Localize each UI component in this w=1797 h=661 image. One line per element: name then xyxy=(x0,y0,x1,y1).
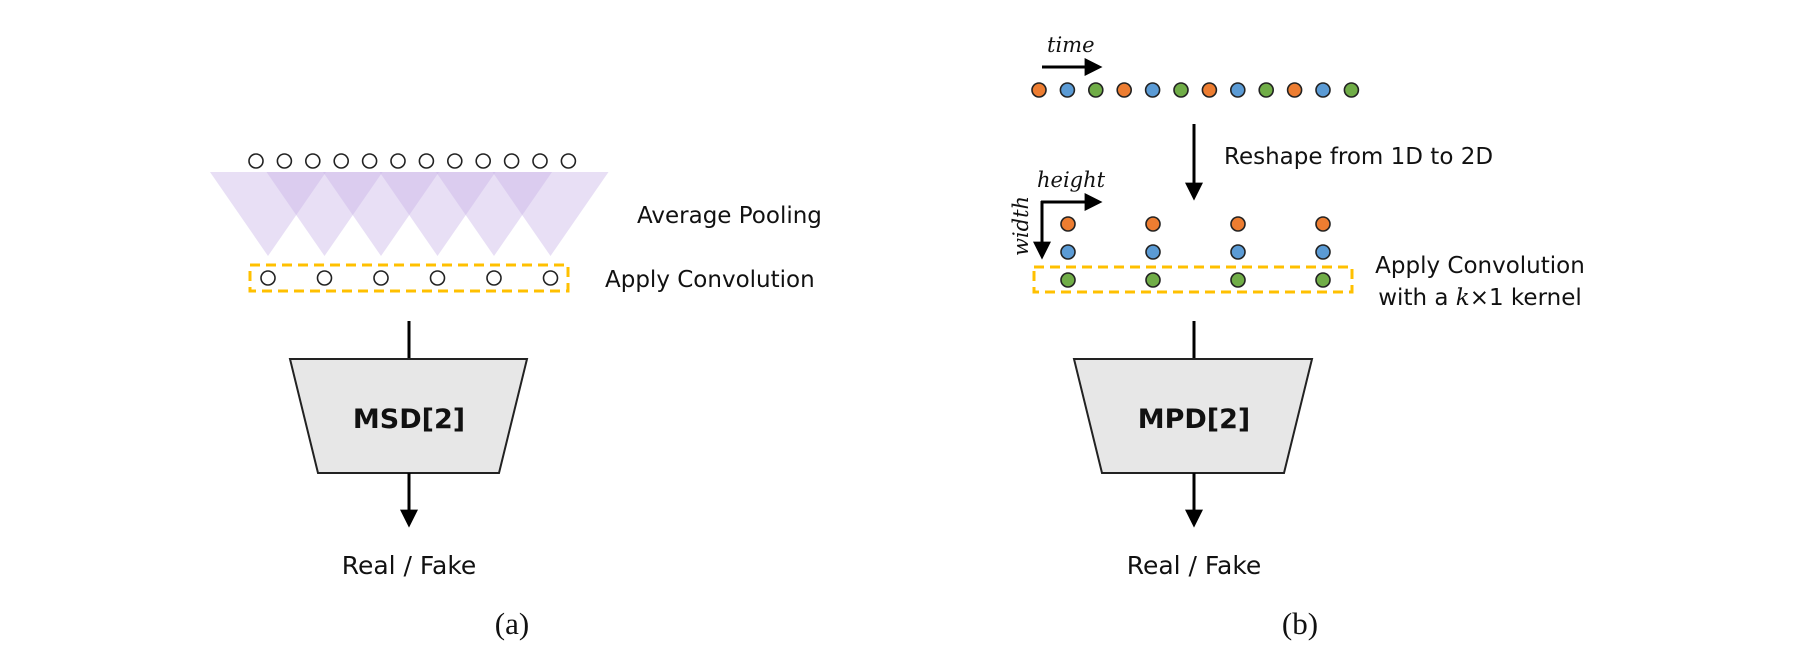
pooling-triangles xyxy=(210,172,609,256)
waveform-sample xyxy=(1201,82,1218,98)
panel-b-caption: (b) xyxy=(1282,606,1318,641)
reshaped-sample xyxy=(1230,216,1246,232)
height-axis-label: height xyxy=(1037,168,1106,192)
waveform-sample xyxy=(1144,82,1161,98)
reshaped-sample xyxy=(1315,244,1331,260)
time-axis-label: time xyxy=(1047,33,1095,57)
input-sample xyxy=(390,153,406,169)
convolution-dashed-box xyxy=(248,263,570,293)
reshaped-sample xyxy=(1145,244,1161,260)
panel-a-caption: (a) xyxy=(495,606,529,641)
reshaped-sample xyxy=(1145,272,1161,288)
reshaped-sample xyxy=(1060,244,1076,260)
msd-block xyxy=(288,358,529,474)
input-sample xyxy=(248,153,264,169)
pooled-samples xyxy=(260,270,559,286)
convolution-dashed-box xyxy=(1032,265,1354,294)
reshaped-sample xyxy=(1060,216,1076,232)
input-sample xyxy=(333,153,350,169)
reshaped-sample xyxy=(1315,216,1331,232)
reshaped-sample xyxy=(1230,272,1246,288)
waveform-sample xyxy=(1031,82,1047,98)
waveform-sample xyxy=(1343,82,1360,98)
reshaped-samples xyxy=(1060,216,1331,288)
pooling-window xyxy=(379,172,496,256)
input-samples xyxy=(248,153,577,169)
mpd-block xyxy=(1072,358,1314,474)
pooled-sample xyxy=(373,270,389,286)
width-axis-label: width xyxy=(1009,196,1033,256)
reshaped-sample xyxy=(1145,216,1161,232)
reshape-label: Reshape from 1D to 2D xyxy=(1224,144,1493,170)
panel-a: Average Pooling Apply Convolution MSD[2]… xyxy=(210,153,822,641)
msd-block-label: MSD[2] xyxy=(353,404,465,435)
pooled-sample xyxy=(542,270,559,286)
waveform-sample xyxy=(1059,82,1076,98)
pooling-label: Average Pooling xyxy=(637,203,822,229)
output-label: Real / Fake xyxy=(1127,551,1262,580)
pooling-window xyxy=(323,172,439,256)
pooling-window xyxy=(492,172,609,256)
waveform-sample xyxy=(1173,82,1189,98)
reshaped-sample xyxy=(1060,272,1076,288)
waveform-sample xyxy=(1230,82,1246,98)
input-sample xyxy=(361,153,378,169)
reshaped-sample xyxy=(1230,244,1246,260)
waveform-sample xyxy=(1116,82,1132,98)
waveform-samples xyxy=(1031,82,1360,98)
mpd-block-label: MPD[2] xyxy=(1138,404,1251,435)
pooled-sample xyxy=(316,270,333,286)
waveform-sample xyxy=(1315,82,1331,98)
pooling-window xyxy=(266,172,383,256)
output-label: Real / Fake xyxy=(342,551,477,580)
pooled-sample xyxy=(260,270,276,286)
input-sample xyxy=(503,153,520,169)
pooling-window xyxy=(210,172,326,256)
input-sample xyxy=(276,153,293,169)
waveform-sample xyxy=(1286,82,1303,98)
input-sample xyxy=(304,153,321,169)
input-sample xyxy=(532,153,548,169)
input-sample xyxy=(560,153,577,169)
pooled-sample xyxy=(429,270,446,286)
pooling-window xyxy=(436,172,552,256)
convolution-label-line2: with a k×1 kernel xyxy=(1378,285,1582,311)
panel-b: time Reshape from 1D to 2D height width … xyxy=(1009,33,1585,641)
convolution-label: Apply Convolution xyxy=(605,267,815,293)
waveform-sample xyxy=(1088,82,1104,98)
pooled-sample xyxy=(486,270,502,286)
input-sample xyxy=(446,153,463,169)
convolution-label-line1: Apply Convolution xyxy=(1375,253,1585,279)
reshaped-sample xyxy=(1315,272,1331,288)
input-sample xyxy=(418,153,435,169)
input-sample xyxy=(475,153,492,169)
waveform-sample xyxy=(1258,82,1274,98)
